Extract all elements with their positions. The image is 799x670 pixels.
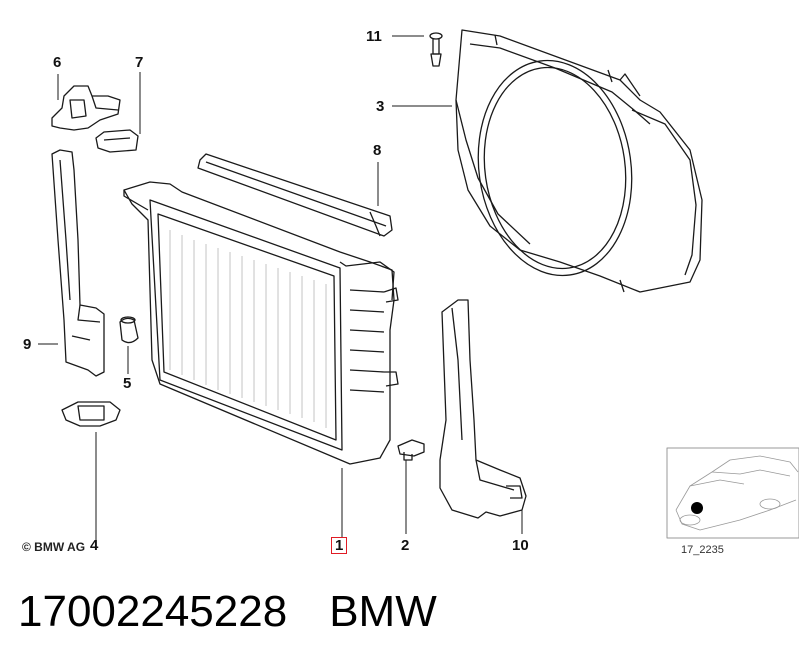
callout-1[interactable]: 1	[331, 537, 348, 554]
callout-7[interactable]: 7	[135, 54, 144, 71]
leader-lines	[38, 35, 523, 540]
seal-strip-part	[197, 153, 393, 237]
callout-10[interactable]: 10	[512, 537, 529, 554]
callout-8[interactable]: 8	[373, 142, 382, 159]
brand-name: BMW	[329, 587, 437, 636]
push-rivet-part	[429, 32, 443, 67]
part-number: 17002245228	[18, 587, 288, 636]
rubber-mount-part	[119, 316, 139, 344]
radiator-part	[123, 181, 399, 465]
right-air-duct-part	[439, 299, 527, 519]
lower-mount-part	[61, 401, 121, 427]
inset-code: 17_2235	[681, 544, 724, 556]
left-air-duct-part	[51, 149, 105, 377]
callout-2[interactable]: 2	[401, 537, 410, 554]
callout-4[interactable]: 4	[90, 537, 99, 554]
caption: 17002245228 BMW	[18, 587, 437, 637]
callout-6[interactable]: 6	[53, 54, 62, 71]
small-mount-part	[95, 129, 139, 153]
location-inset	[666, 447, 799, 539]
callout-3[interactable]: 3	[376, 98, 385, 115]
bolt-part	[397, 439, 425, 461]
callout-11[interactable]: 11	[366, 28, 382, 45]
copyright-text: © BMW AG	[22, 540, 86, 554]
callout-5[interactable]: 5	[123, 375, 132, 392]
upper-bracket-part	[51, 85, 121, 131]
callout-9[interactable]: 9	[23, 336, 32, 353]
fan-shroud-part	[455, 29, 703, 293]
